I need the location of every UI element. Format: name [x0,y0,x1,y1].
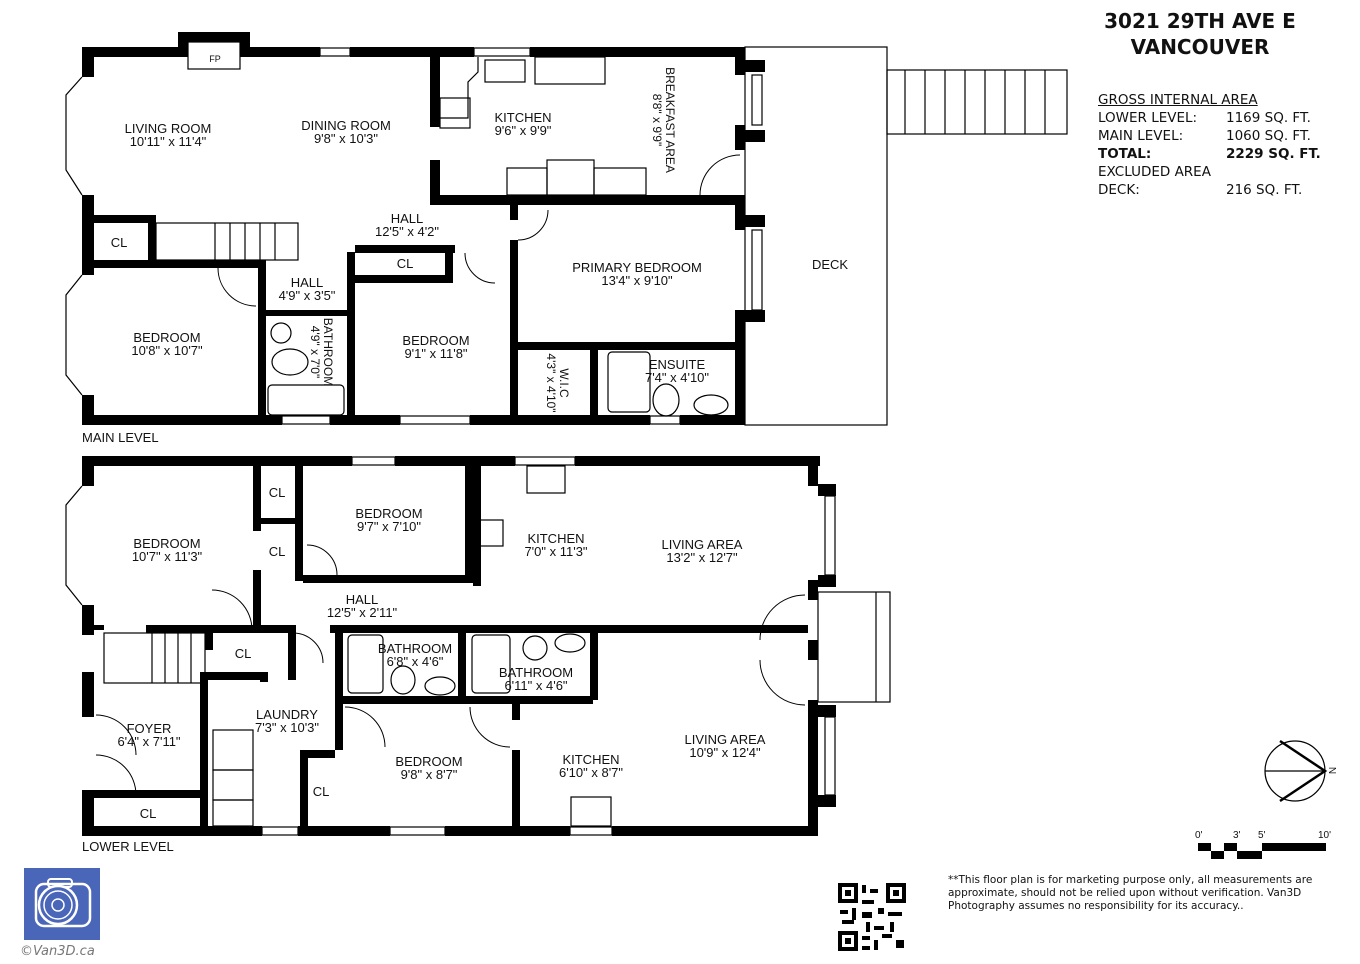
area-row-deck: DECK:216 SQ. FT. [1098,182,1303,198]
disclaimer-text: **This floor plan is for marketing purpo… [948,874,1313,912]
gross-area-heading: GROSS INTERNAL AREA [1098,92,1258,108]
compass-north-icon: N [1326,766,1338,775]
area-row-main: MAIN LEVEL:1060 SQ. FT. [1098,128,1311,144]
scale-tick-3: 3' [1233,830,1241,841]
room-deck: DECK [811,257,849,272]
van3d-logo [24,868,100,940]
closet-main-1: CL [110,235,128,250]
fireplace-label: FP [209,54,221,64]
lower-level-label: LOWER LEVEL [82,839,174,854]
excluded-area-heading: EXCLUDED AREA [1098,164,1211,180]
closet-lower-4: CL [139,806,157,821]
address-line-2: VANCOUVER [1130,35,1270,59]
scale-tick-0: 0' [1195,830,1203,841]
scale-tick-10: 10' [1318,830,1332,841]
scale-tick-5: 5' [1258,830,1266,841]
qr-code [838,883,906,951]
area-row-lower: LOWER LEVEL:1169 SQ. FT. [1098,110,1311,126]
closet-lower-5: CL [312,784,330,799]
address-line-1: 3021 29TH AVE E [1104,9,1296,33]
closet-lower-3: CL [234,646,252,661]
copyright-text: ©Van3D.ca [20,944,95,959]
closet-main-2: CL [396,256,414,271]
area-row-total: TOTAL:2229 SQ. FT. [1098,146,1321,162]
area-summary: GROSS INTERNAL AREA LOWER LEVEL:1169 SQ.… [1098,91,1321,199]
property-address: 3021 29TH AVE E VANCOUVER [1090,8,1310,60]
closet-lower-1: CL [268,485,286,500]
main-level-label: MAIN LEVEL [82,430,159,445]
closet-lower-2: CL [268,544,286,559]
